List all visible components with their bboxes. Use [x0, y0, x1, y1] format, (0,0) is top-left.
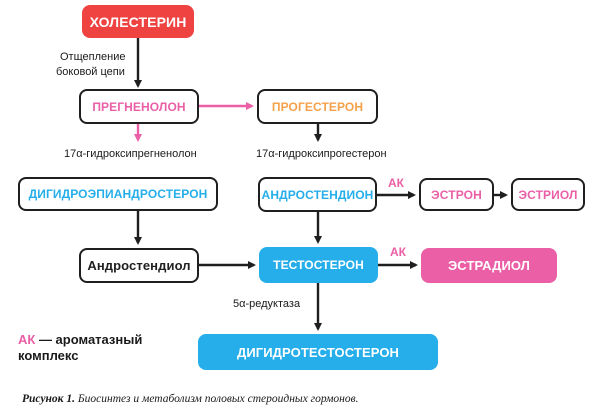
node-dht: ДИГИДРОТЕСТОСТЕРОН [198, 334, 438, 370]
node-testosterone: ТЕСТОСТЕРОН [259, 247, 378, 283]
node-androstenediol: Андростендиол [79, 248, 199, 283]
node-dhea: ДИГИДРОЭПИАНДРОСТЕРОН [18, 177, 218, 211]
legend-dash-text: — ароматазный [35, 332, 143, 347]
label-side-chain-1: Отщепление [60, 51, 126, 63]
node-progesterone: ПРОГЕСТЕРОН [257, 89, 378, 124]
figure-caption: Рисунок 1. Биосинтез и метаболизм половы… [22, 393, 359, 405]
label-hydroxypregnenolone: 17α-гидроксипрегненолон [64, 148, 197, 160]
node-estrone: ЭСТРОН [419, 178, 494, 211]
label-ak-estradiol: АК [390, 245, 406, 259]
node-cholesterol: ХОЛЕСТЕРИН [82, 5, 194, 38]
node-estriol: ЭСТРИОЛ [511, 178, 585, 211]
node-pregnenolone: ПРЕГНЕНОЛОН [79, 89, 199, 124]
node-androstenedione: АНДРОСТЕНДИОН [258, 177, 377, 212]
legend-line2: комплекс [18, 348, 79, 363]
node-estradiol: ЭСТРАДИОЛ [421, 248, 557, 283]
label-hydroxyprogesterone: 17α-гидроксипрогестерон [256, 148, 387, 160]
legend-abbr: АК [18, 332, 36, 347]
label-reductase: 5α-редуктаза [233, 298, 301, 310]
label-ak-estrone: АК [388, 176, 404, 190]
legend: АК — ароматазный комплекс [18, 332, 142, 364]
label-side-chain-2: боковой цепи [56, 66, 125, 78]
caption-text: Биосинтез и метаболизм половых стероидны… [75, 393, 359, 405]
caption-lead: Рисунок 1. [22, 393, 76, 405]
